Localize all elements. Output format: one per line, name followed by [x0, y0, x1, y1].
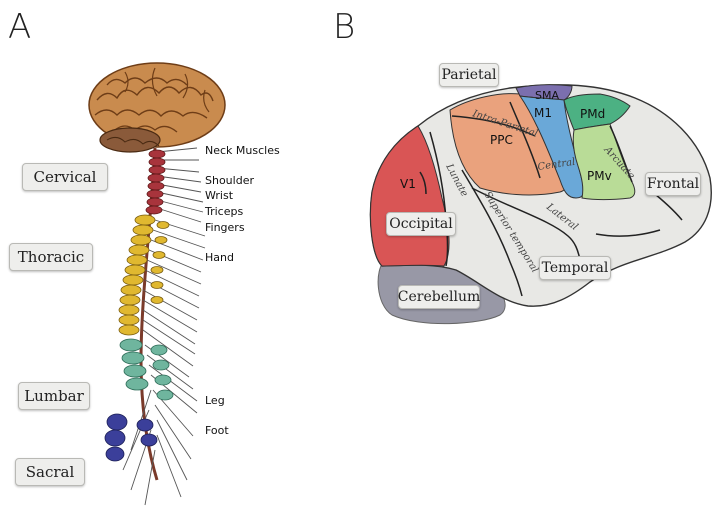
muscle-label-triceps: Triceps	[205, 205, 243, 218]
label-v1: V1	[400, 177, 416, 191]
lobe-label-parietal: Parietal	[439, 63, 499, 87]
muscle-label-hand: Hand	[205, 251, 234, 264]
label-sma: SMA	[535, 89, 559, 102]
muscle-label-wrist: Wrist	[205, 189, 233, 202]
panel-a-letter: A	[8, 10, 31, 44]
region-label-cervical: Cervical	[22, 163, 108, 191]
region-label-lumbar: Lumbar	[18, 382, 90, 410]
label-m1: M1	[534, 106, 552, 120]
lobe-label-occipital: Occipital	[386, 212, 456, 236]
panel-b-letter: B	[333, 10, 355, 44]
cervical-vertebrae	[146, 150, 165, 214]
lobe-label-frontal: Frontal	[645, 172, 701, 196]
label-pmd: PMd	[580, 107, 605, 121]
muscle-label-foot: Foot	[205, 424, 229, 437]
region-label-sacral: Sacral	[15, 458, 85, 486]
muscle-label-neck-muscles: Neck Muscles	[205, 144, 280, 157]
muscle-label-leg: Leg	[205, 394, 225, 407]
brain-drawing	[89, 63, 225, 152]
lumbar-vertebrae	[120, 339, 173, 400]
muscle-label-shoulder: Shoulder	[205, 174, 254, 187]
label-ppc: PPC	[490, 133, 513, 147]
lobe-label-temporal: Temporal	[539, 256, 611, 280]
spinal-cord-illustration	[85, 60, 245, 510]
region-label-thoracic: Thoracic	[9, 243, 93, 271]
label-pmv: PMv	[587, 169, 612, 183]
muscle-label-fingers: Fingers	[205, 221, 245, 234]
lobe-label-cerebellum: Cerebellum	[398, 285, 480, 309]
